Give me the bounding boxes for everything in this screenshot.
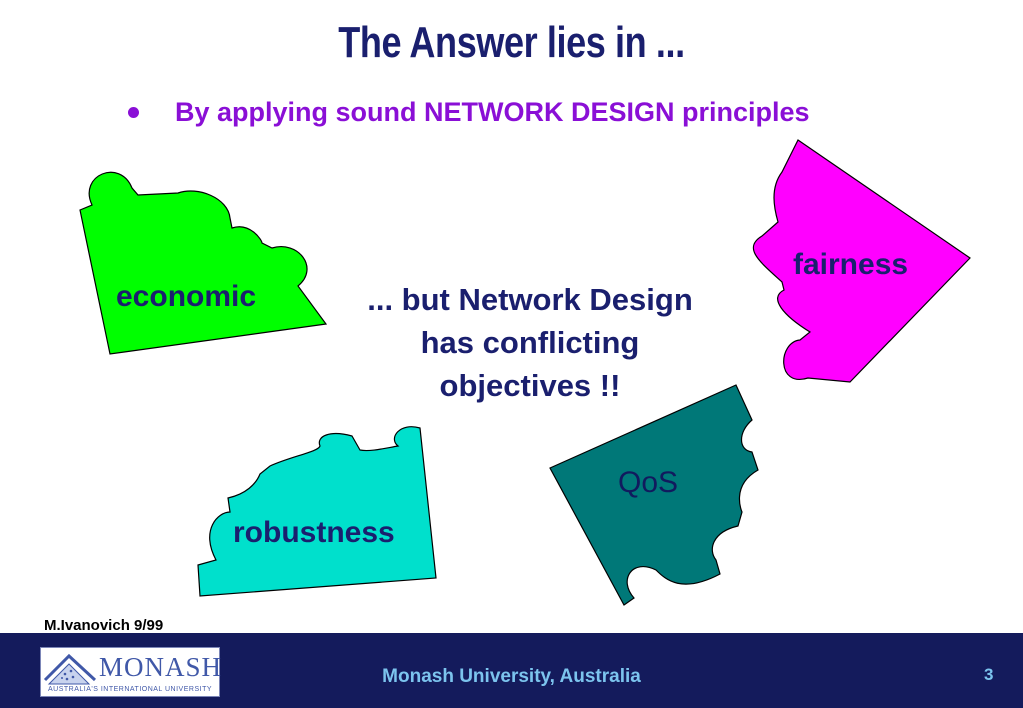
- logo-tagline: AUSTRALIA'S INTERNATIONAL UNIVERSITY: [47, 686, 213, 693]
- label-qos: QoS: [618, 466, 679, 499]
- bullet-text: By applying sound NETWORK DESIGN princip…: [175, 96, 810, 127]
- footer-bar: MONASH AUSTRALIA'S INTERNATIONAL UNIVERS…: [0, 633, 1023, 708]
- center-line-1: ... but Network Design: [367, 282, 693, 317]
- footer-university: Monash University, Australia: [382, 666, 641, 687]
- puzzle-piece-economic: [79, 171, 328, 355]
- logo-wordmark: MONASH: [99, 652, 223, 682]
- slide-title: The Answer lies in ...: [338, 18, 685, 67]
- center-line-2: has conflicting: [420, 325, 640, 360]
- puzzle-piece-qos: [549, 384, 759, 606]
- center-line-3: objectives !!: [439, 368, 621, 403]
- puzzle-piece-robustness: [197, 426, 437, 597]
- center-message: ... but Network Design has conflicting o…: [330, 278, 730, 407]
- monash-crest-icon: [43, 653, 97, 685]
- puzzle-pieces: [79, 139, 971, 606]
- label-economic: economic: [116, 280, 257, 313]
- bullet-dot-icon: [128, 106, 139, 118]
- author-credit: M.Ivanovich 9/99: [44, 617, 164, 634]
- monash-logo: MONASH AUSTRALIA'S INTERNATIONAL UNIVERS…: [40, 647, 223, 697]
- page-number: 3: [984, 665, 994, 684]
- label-fairness: fairness: [793, 248, 909, 281]
- bullet-item: By applying sound NETWORK DESIGN princip…: [128, 96, 810, 128]
- label-robustness: robustness: [233, 516, 395, 549]
- puzzle-piece-fairness: [752, 139, 971, 383]
